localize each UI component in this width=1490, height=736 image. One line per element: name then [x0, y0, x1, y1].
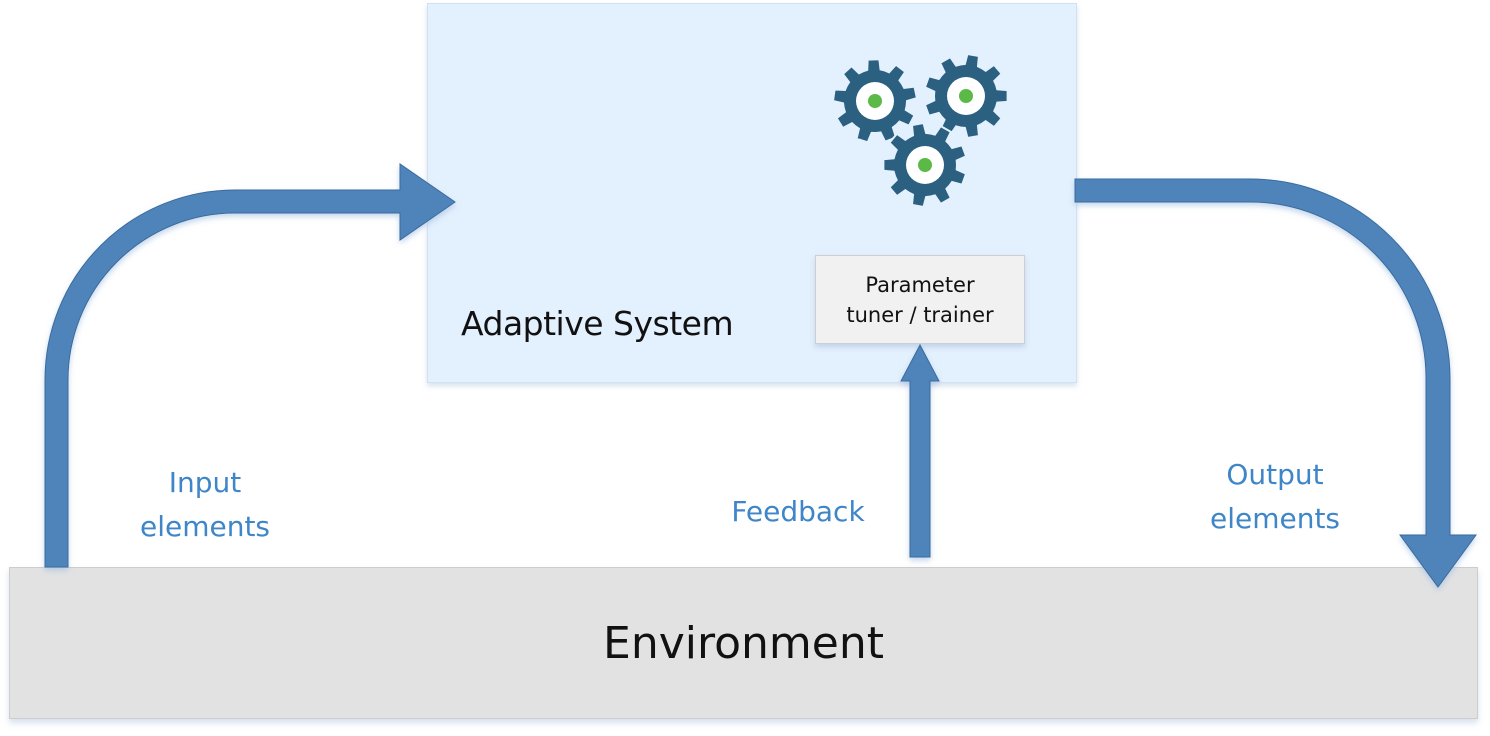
feedback-arrow — [900, 343, 940, 558]
environment-node: Environment — [9, 567, 1478, 719]
gear-icon-3 — [882, 121, 968, 209]
output-elements-label: Output elements — [1190, 453, 1360, 541]
input-arrow — [44, 163, 456, 568]
feedback-label: Feedback — [731, 495, 865, 528]
gear-center-dot — [959, 89, 973, 103]
gear-icon-2 — [923, 52, 1009, 140]
input-elements-label: Input elements — [120, 461, 290, 549]
output-label-line1: Output — [1226, 458, 1324, 491]
adaptive-system-label: Adaptive System — [461, 304, 734, 343]
parameter-tuner-label-line2: tuner / trainer — [846, 302, 994, 327]
parameter-tuner-node: Parameter tuner / trainer — [815, 255, 1025, 344]
input-label-line2: elements — [139, 510, 271, 543]
gears-icon — [831, 52, 1009, 209]
parameter-tuner-label-line1: Parameter — [865, 272, 975, 297]
environment-label: Environment — [603, 617, 884, 669]
output-arrow — [1074, 178, 1477, 588]
output-label-line2: elements — [1209, 502, 1341, 535]
input-label-line1: Input — [168, 466, 242, 499]
gear-icon-1 — [831, 58, 919, 144]
gear-center-dot — [918, 158, 932, 172]
gear-center-dot — [868, 94, 882, 108]
